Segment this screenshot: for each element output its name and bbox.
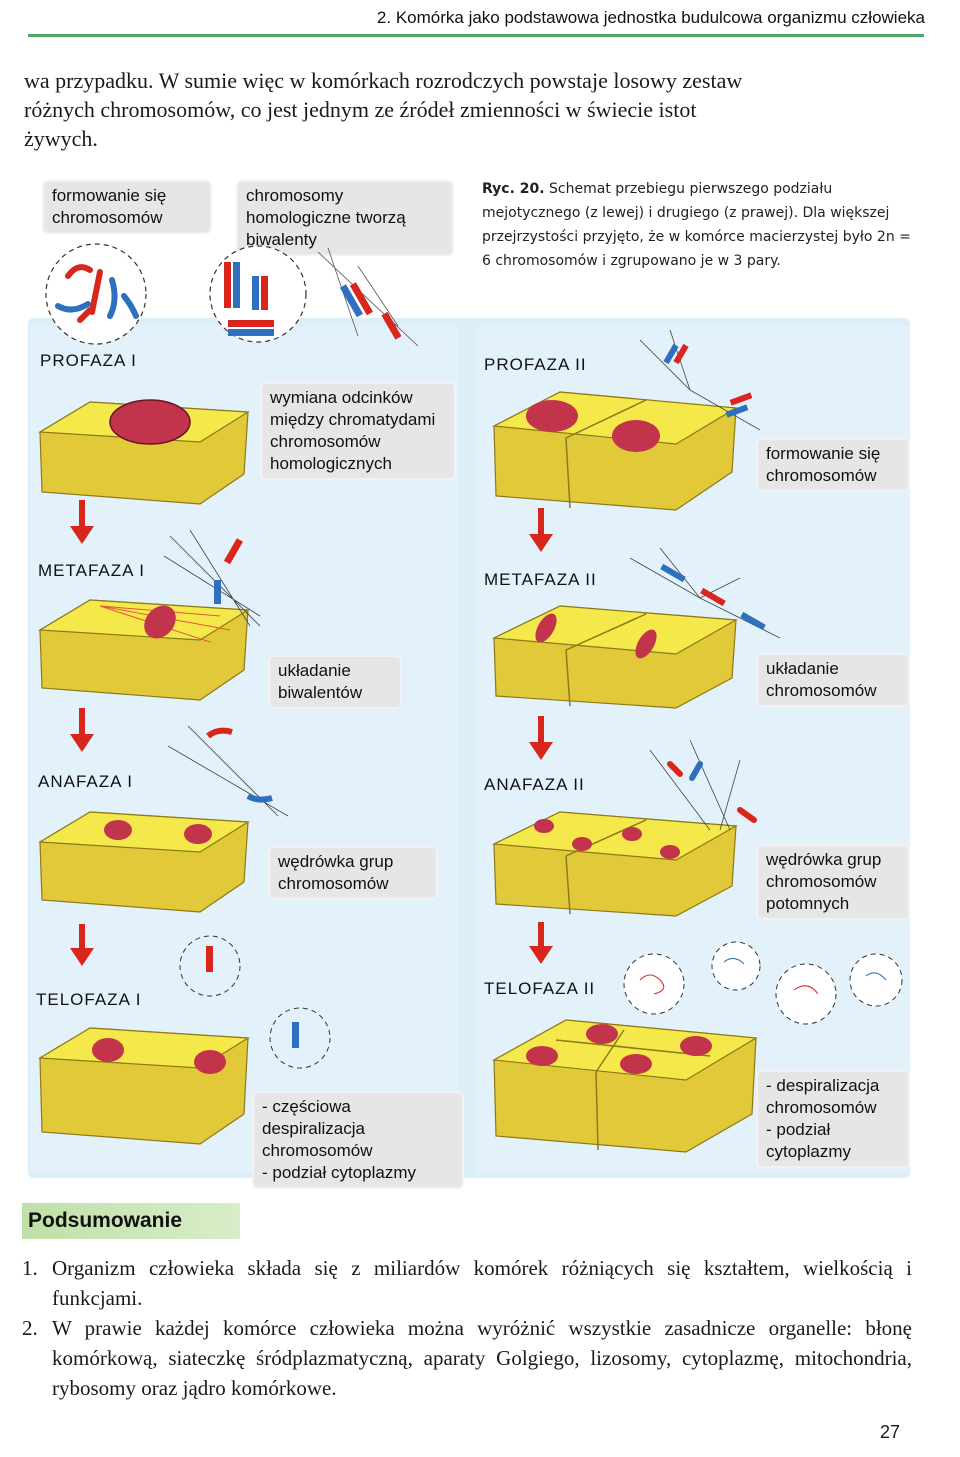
nucleus-3 — [620, 1054, 652, 1074]
migrating-chromosome-red — [206, 727, 233, 739]
note-telophase-1: - częściowa despiralizacja chromosomów -… — [254, 1093, 462, 1187]
cell-prophase-1 — [38, 399, 250, 505]
bivalent-blue — [214, 580, 221, 604]
nucleus-4 — [680, 1036, 712, 1056]
phase-prophase-1: PROFAZA I — [40, 351, 137, 370]
phase-anaphase-1: ANAFAZA I — [38, 772, 133, 791]
cell-anaphase-1 — [38, 811, 250, 913]
anaphase-1-detail — [168, 726, 289, 817]
bivalent-blue-3 — [228, 329, 274, 336]
note-chromosome-migration: wędrówka grup chromosomów — [270, 848, 436, 898]
cell-anaphase-2 — [491, 811, 738, 917]
cell-telophase-2 — [492, 1019, 758, 1153]
summary-item-text: W prawie każdej komórce człowieka można … — [52, 1316, 912, 1400]
bivalent-red-1 — [224, 262, 231, 308]
note-crossing-over: wymiana odcinków między chromatydami chr… — [262, 384, 454, 478]
arrow-down-icon — [529, 946, 553, 964]
arrow-down-icon — [529, 534, 553, 552]
nucleus — [109, 399, 191, 445]
bivalent-red-4 — [349, 282, 373, 316]
label-chromosome-formation: formowanie się chromosomów — [44, 182, 210, 232]
note-bivalent-alignment: układanie biwalentów — [270, 657, 400, 707]
arrow-6-shaft — [538, 922, 544, 948]
chromosome-plate — [144, 605, 176, 639]
nucleus-left — [526, 400, 578, 432]
phase-telophase-2: TELOFAZA II — [484, 979, 596, 998]
note-telophase-2: - despiralizacja chromosomów - podział c… — [758, 1072, 908, 1166]
metaphase-2-detail — [629, 548, 781, 639]
cell-telophase-1 — [38, 1027, 250, 1145]
telophase-1-detail — [179, 935, 331, 1069]
arrow-4-shaft — [538, 508, 544, 536]
anaphase-2-detail — [649, 740, 757, 831]
summary-item: 2. W prawie każdej komórce człowieka moż… — [22, 1313, 912, 1403]
arrow-3-shaft — [79, 924, 85, 950]
chromosome-group-right — [184, 824, 212, 844]
summary-item-number: 1. — [22, 1256, 38, 1280]
arrow-down-icon — [70, 734, 94, 752]
arrow-2-shaft — [79, 708, 85, 736]
nucleus-right — [612, 420, 660, 452]
figure-caption: Ryc. 20. Schemat przebiegu pierwszego po… — [482, 177, 912, 273]
page-number: 27 — [880, 1422, 901, 1442]
prophase-2-detail — [639, 330, 761, 431]
summary-item-text: Organizm człowieka składa się z miliardó… — [52, 1256, 912, 1310]
arrow-down-icon — [529, 742, 553, 760]
telophase-2-nuclei — [623, 941, 903, 1025]
caption-text: Schemat przebiegu pierwszego podziału me… — [482, 181, 911, 269]
note-chromosome-alignment: układanie chromosomów — [758, 655, 908, 705]
chromosome-blue-3 — [121, 293, 139, 319]
phase-metaphase-1: METAFAZA I — [38, 561, 145, 580]
header-rule — [28, 34, 924, 37]
bivalent-blue-4 — [339, 284, 363, 318]
bivalent-red — [223, 538, 243, 565]
arrow-down-icon — [70, 526, 94, 544]
running-title: 2. Komórka jako podstawowa jednostka bud… — [376, 8, 925, 27]
migrating-chromosome-blue — [246, 793, 273, 803]
arrow-1-shaft — [79, 500, 85, 528]
summary-heading: Podsumowanie — [22, 1203, 240, 1239]
phase-telophase-1: TELOFAZA I — [36, 990, 142, 1009]
phase-metaphase-2: METAFAZA II — [484, 570, 597, 589]
caption-label: Ryc. 20. — [482, 181, 545, 197]
chromosome-red-2 — [89, 269, 103, 315]
spindle-lines — [317, 247, 419, 347]
nucleus-2 — [586, 1024, 618, 1044]
bivalent-red-2 — [261, 276, 268, 310]
summary-item-number: 2. — [22, 1316, 38, 1340]
cell-metaphase-2 — [491, 605, 738, 709]
cell-prophase-2 — [491, 391, 738, 511]
chromosome-red-3 — [77, 307, 93, 323]
chromosome-group-left — [104, 820, 132, 840]
telophase-chromosome-red — [206, 946, 213, 972]
note-chromosome-formation-2: formowanie się chromosomów — [758, 440, 908, 490]
chromosome-red-1 — [65, 264, 93, 279]
phase-prophase-2: PROFAZA II — [484, 355, 587, 374]
cell-metaphase-1 — [38, 599, 250, 701]
chromosome-blue-2 — [107, 277, 118, 319]
arrow-down-icon — [70, 948, 94, 966]
nucleus-1 — [526, 1046, 558, 1066]
bivalent-blue-2 — [252, 276, 259, 310]
telophase-chromosome-blue — [292, 1022, 299, 1048]
telophase-circle-top — [179, 935, 241, 997]
bivalent-red-5 — [381, 311, 402, 340]
telophase-circle-bottom — [269, 1007, 331, 1069]
phase-anaphase-2: ANAFAZA II — [484, 775, 585, 794]
daughter-nucleus-right — [194, 1050, 226, 1074]
note-daughter-chromosome-migration: wędrówka grup chromosomów potomnych — [758, 846, 908, 918]
summary-list: 1. Organizm człowieka składa się z milia… — [22, 1253, 912, 1403]
plate-right — [635, 629, 657, 659]
arrow-5-shaft — [538, 716, 544, 744]
daughter-nucleus-left — [92, 1038, 124, 1062]
plate-left — [535, 613, 557, 643]
bivalent-red-3 — [228, 320, 274, 327]
bivalent-blue-1 — [233, 262, 240, 308]
intro-paragraph: wa przypadku. W sumie więc w komórkach r… — [24, 68, 743, 151]
chromosome-blue-1 — [55, 301, 91, 313]
prophase-detail-circles — [45, 243, 419, 347]
metaphase-1-detail — [163, 529, 261, 627]
label-bivalents: chromosomy homologiczne tworzą biwalenty — [238, 182, 452, 254]
summary-item: 1. Organizm człowieka składa się z milia… — [22, 1253, 912, 1313]
